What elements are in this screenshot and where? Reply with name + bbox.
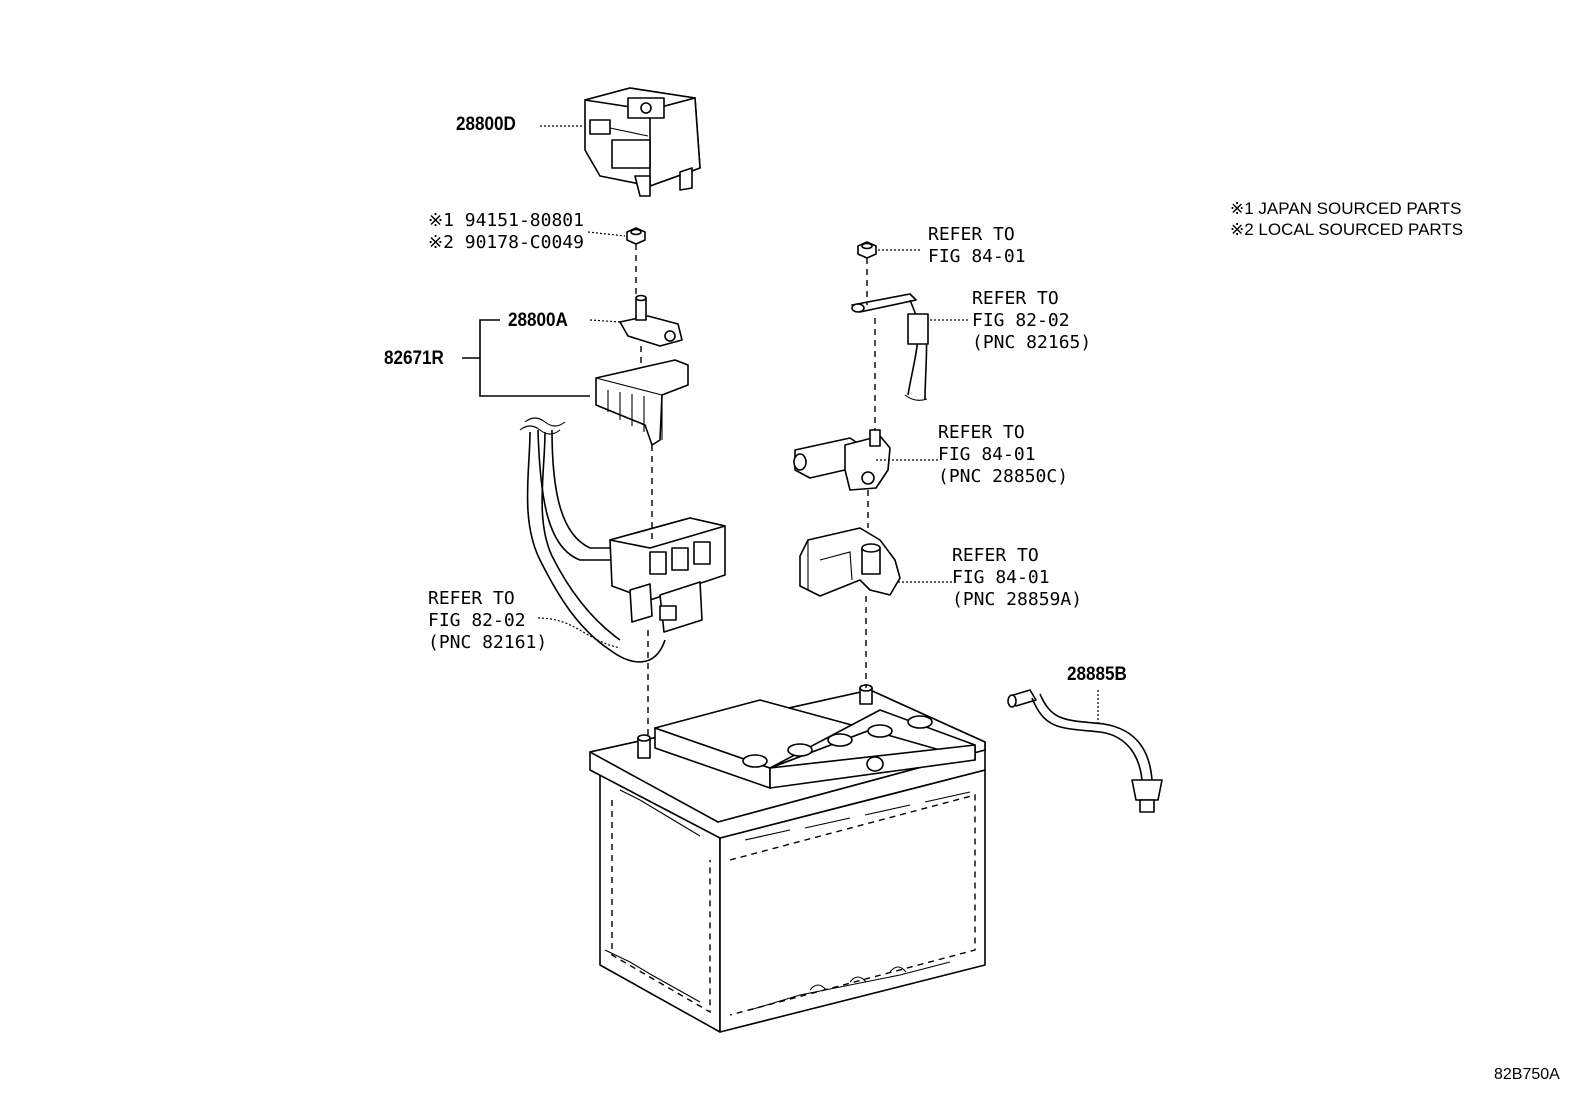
nut-right	[857, 241, 877, 259]
terminal-cover-82671R	[595, 359, 689, 446]
part-number-nut-japan: ※1 94151-80801	[428, 210, 584, 231]
terminal-28800A	[619, 294, 683, 347]
refer-sensor: REFER TO FIG 84-01 (PNC 28850C)	[938, 422, 1069, 487]
part-number-nut-local: ※2 90178-C0049	[428, 232, 584, 253]
part-number-28800D: 28800D	[456, 114, 516, 135]
terminal-cover-28859A	[799, 527, 901, 597]
positive-cable-82165	[851, 293, 929, 401]
legend-local-sourced: ※2 LOCAL SOURCED PARTS	[1230, 220, 1464, 239]
refer-cover: REFER TO FIG 84-01 (PNC 28859A)	[952, 545, 1083, 610]
part-number-28800A: 28800A	[508, 310, 568, 331]
figure-code: 82B750A	[1494, 1066, 1560, 1083]
negative-cable-assembly	[519, 417, 726, 663]
refer-nut-right: REFER TO FIG 84-01	[928, 224, 1026, 267]
part-number-28885B: 28885B	[1067, 664, 1127, 685]
legend-japan-sourced: ※1 JAPAN SOURCED PARTS	[1230, 199, 1462, 218]
nut-left	[626, 227, 646, 245]
part-number-82671R: 82671R	[384, 348, 444, 369]
clamp-cover-28800D	[584, 87, 701, 197]
battery-illustration	[589, 684, 986, 1033]
current-sensor-28850C	[793, 429, 891, 491]
refer-cable-left: REFER TO FIG 82-02 (PNC 82161)	[428, 588, 548, 653]
refer-cable-top: REFER TO FIG 82-02 (PNC 82165)	[972, 288, 1092, 353]
sensor-hose-28885B	[1007, 689, 1163, 813]
